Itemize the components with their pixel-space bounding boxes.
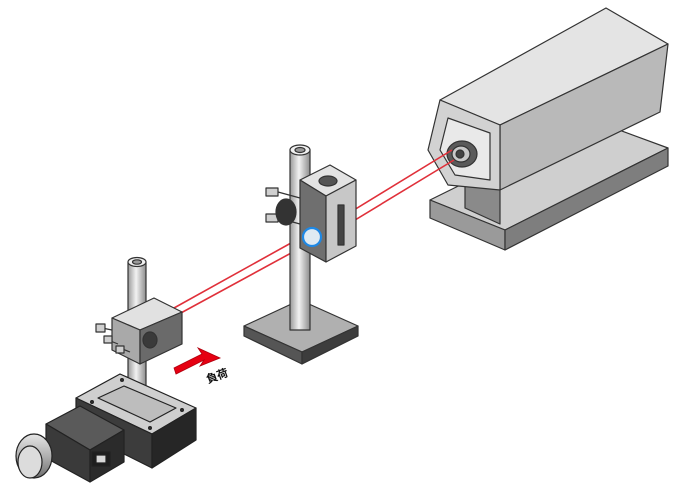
laser-source — [427, 7, 669, 251]
laser-beam-upper-2 — [164, 237, 301, 314]
mirror-stand — [243, 144, 359, 365]
lens-ring — [301, 226, 323, 248]
motorized-stage — [15, 373, 197, 483]
load-arrow — [173, 347, 222, 375]
stage-stand — [95, 256, 183, 393]
laser-beam-lower-2 — [167, 245, 305, 321]
